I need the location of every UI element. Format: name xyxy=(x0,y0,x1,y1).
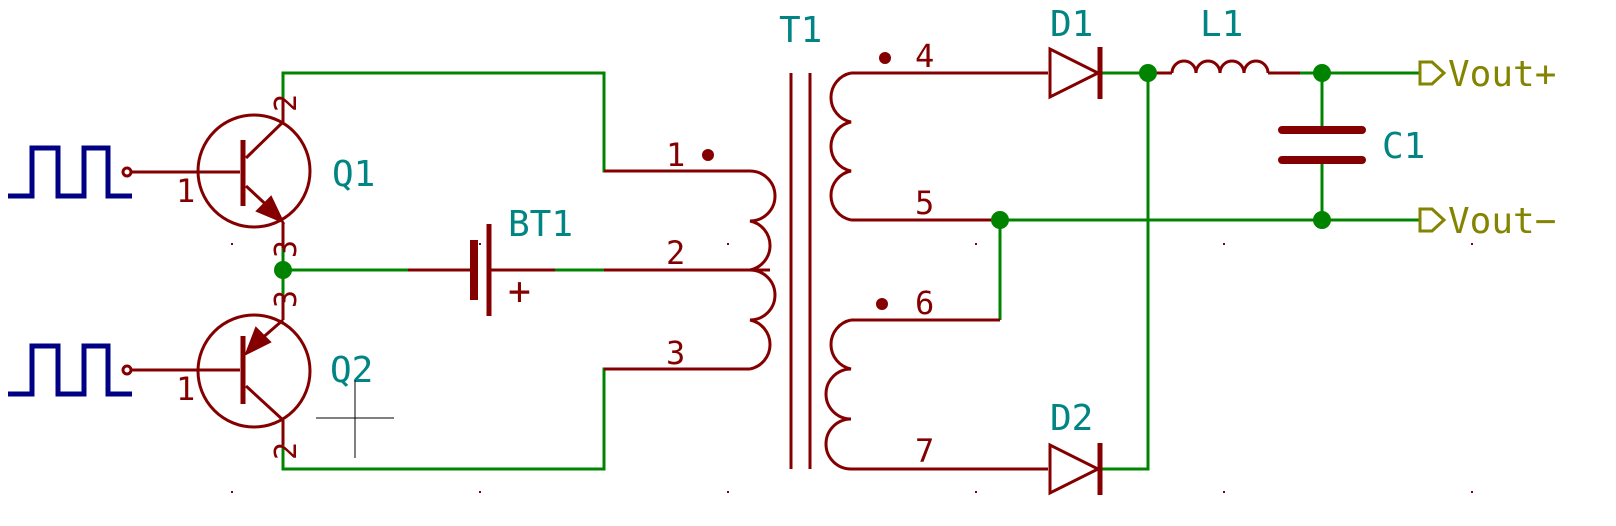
q1-emitter-arrow-icon xyxy=(255,195,286,224)
d1-reference: D1 xyxy=(1050,4,1093,45)
diode-icon xyxy=(1048,442,1102,496)
q2-emitter-arrow-icon xyxy=(244,326,272,357)
junction-dot-icon xyxy=(1313,211,1331,229)
square-wave-icon xyxy=(8,343,132,397)
port-vout-pos[interactable]: Vout+ xyxy=(1418,54,1556,95)
q1-emitter-pin-label: 3 xyxy=(269,240,304,258)
t1-pin3-label: 3 xyxy=(666,334,685,372)
transformer-t1[interactable]: 1 2 3 4 5 6 7 T1 xyxy=(604,10,1048,471)
q2-collector-pin-label: 2 xyxy=(269,442,304,460)
q2-base-pin-label: 1 xyxy=(176,370,195,408)
wire-cathode-bus xyxy=(1100,73,1150,471)
vout-neg-label: Vout− xyxy=(1448,201,1556,242)
q2-reference: Q2 xyxy=(330,350,373,391)
input-pin-icon xyxy=(121,364,133,376)
t1-pin2-label: 2 xyxy=(666,234,685,272)
inductor-l1[interactable]: L1 xyxy=(1148,4,1300,75)
t1-reference: T1 xyxy=(779,10,822,51)
c1-reference: C1 xyxy=(1382,126,1425,167)
q1-collector-pin-label: 2 xyxy=(269,94,304,112)
q2-emitter-pin-label: 3 xyxy=(269,290,304,308)
t1-pin7-label: 7 xyxy=(915,432,934,470)
output-port-icon xyxy=(1418,60,1447,86)
capacitor-c1[interactable]: C1 xyxy=(1278,126,1425,167)
q1-base-pin-label: 1 xyxy=(176,172,195,210)
transformer-icon xyxy=(749,169,777,371)
t1-pin6-label: 6 xyxy=(915,284,934,322)
transistor-q2[interactable]: 1 3 2 Q2 xyxy=(8,290,373,460)
transistor-q1[interactable]: 1 2 3 Q1 xyxy=(8,94,375,258)
polarity-dot-icon xyxy=(879,52,891,64)
output-port-icon xyxy=(1418,207,1447,233)
junction-dot-icon xyxy=(274,261,292,279)
diode-icon xyxy=(1048,46,1102,100)
port-vout-neg[interactable]: Vout− xyxy=(1418,201,1556,242)
diode-d1[interactable]: D1 xyxy=(1000,4,1103,100)
battery-bt1[interactable]: BT1 + xyxy=(408,204,573,316)
pnp-transistor-icon xyxy=(196,313,312,429)
q1-collector-lead xyxy=(244,120,285,160)
battery-positive-label: + xyxy=(508,269,531,313)
square-wave-icon xyxy=(8,145,132,199)
t1-pin1-label: 1 xyxy=(666,136,685,174)
d2-reference: D2 xyxy=(1050,398,1093,439)
crosshair-cursor-icon xyxy=(316,380,394,458)
l1-reference: L1 xyxy=(1200,4,1243,45)
inductor-icon xyxy=(1170,59,1270,74)
junction-dot-icon xyxy=(1313,64,1331,82)
junction-dot-icon xyxy=(1139,64,1157,82)
q2-collector-lead xyxy=(244,384,285,422)
polarity-dot-icon xyxy=(876,298,888,310)
npn-transistor-icon xyxy=(196,113,312,229)
vout-pos-label: Vout+ xyxy=(1448,54,1556,95)
junction-dot-icon xyxy=(991,211,1009,229)
junctions xyxy=(991,64,1331,229)
input-pin-icon xyxy=(121,166,133,178)
diode-d2[interactable]: D2 xyxy=(1048,398,1103,496)
polarity-dot-icon xyxy=(702,149,714,161)
bt1-reference: BT1 xyxy=(508,204,573,245)
t1-pin4-label: 4 xyxy=(915,37,934,75)
t1-pin5-label: 5 xyxy=(915,184,934,222)
grid-dots xyxy=(231,243,1473,493)
q1-reference: Q1 xyxy=(332,154,375,195)
